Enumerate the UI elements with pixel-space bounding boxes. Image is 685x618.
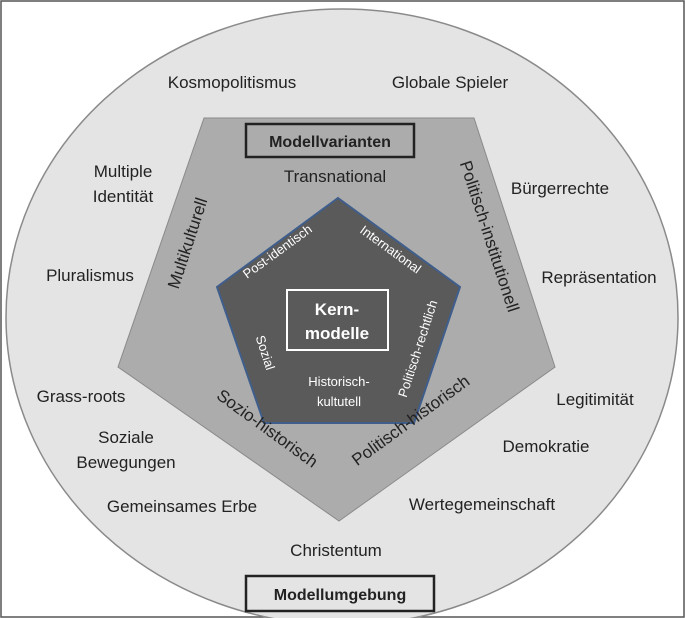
term-kosmopolitismus: Kosmopolitismus	[168, 73, 297, 92]
kern-label-line2: modelle	[305, 324, 369, 343]
term-pluralismus: Pluralismus	[46, 266, 134, 285]
term-soziale-line1: Soziale	[98, 428, 154, 447]
kernmodelle-box	[286, 289, 389, 351]
term-repraesentation: Repräsentation	[541, 268, 656, 287]
core-historisch-line2: kultutell	[317, 394, 361, 409]
variant-transnational: Transnational	[284, 167, 386, 186]
modellvarianten-label: Modellvarianten	[269, 134, 391, 151]
term-globale-spieler: Globale Spieler	[392, 73, 509, 92]
core-historisch-line1: Historisch-	[308, 374, 369, 389]
term-multiple-line1: Multiple	[94, 162, 153, 181]
kern-label-line1: Kern-	[315, 300, 359, 319]
term-soziale-line2: Bewegungen	[76, 453, 175, 472]
term-gemeinsames-erbe: Gemeinsames Erbe	[107, 497, 257, 516]
term-wertegemeinschaft: Wertegemeinschaft	[409, 495, 555, 514]
modellumgebung-label: Modellumgebung	[274, 587, 406, 604]
term-demokratie: Demokratie	[503, 437, 590, 456]
inner-pentagon	[215, 196, 462, 424]
term-multiple-line2: Identität	[93, 187, 154, 206]
term-legitimitaet: Legitimität	[556, 390, 634, 409]
term-buergerrechte: Bürgerrechte	[511, 179, 609, 198]
term-grass-roots: Grass-roots	[37, 387, 126, 406]
modellvarianten-box	[244, 122, 416, 159]
term-christentum: Christentum	[290, 541, 382, 560]
modellumgebung-box	[244, 574, 436, 613]
